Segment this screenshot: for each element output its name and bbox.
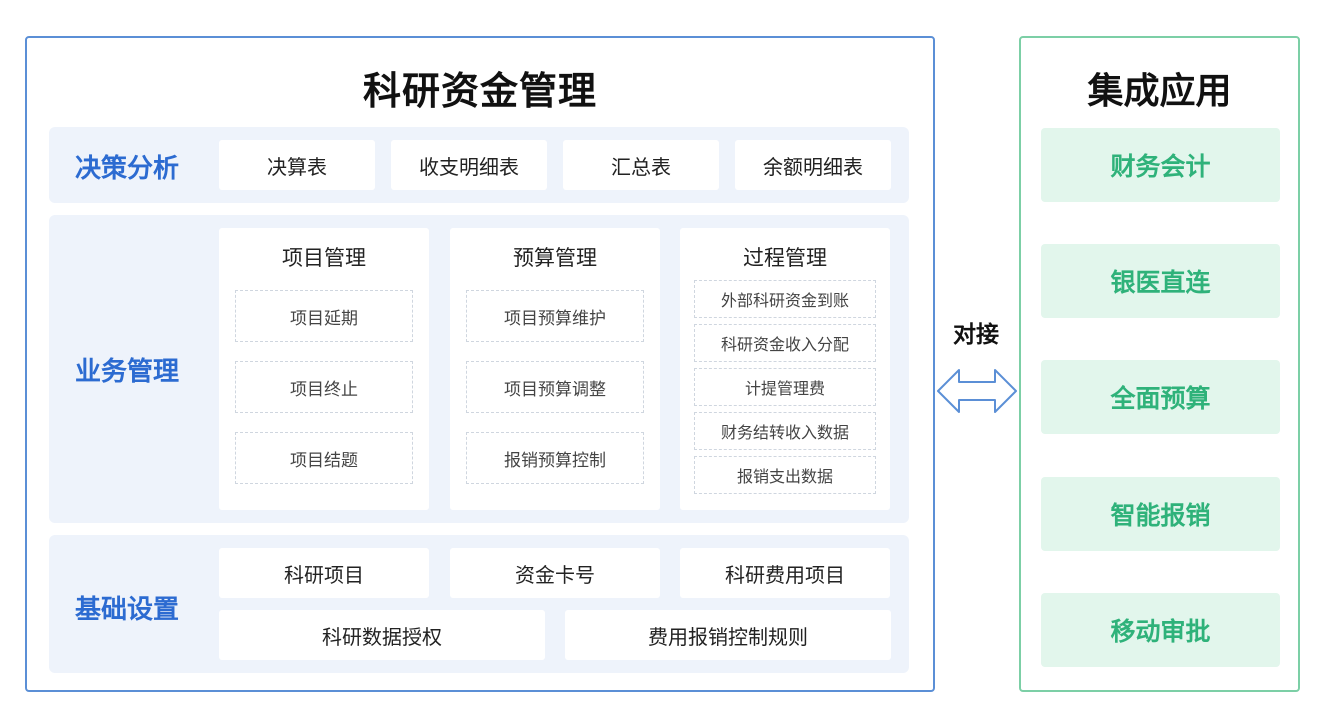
integration-item: 银医直连: [1041, 244, 1280, 318]
basic-item: 科研项目: [219, 548, 429, 598]
budget-management-card: 预算管理 项目预算维护 项目预算调整 报销预算控制: [450, 228, 660, 510]
integration-apps-panel: 集成应用 财务会计 银医直连 全面预算 智能报销 移动审批: [1019, 36, 1300, 692]
right-panel-title: 集成应用: [1087, 71, 1232, 112]
basic-settings-label: 基础设置: [75, 595, 180, 625]
integration-item: 智能报销: [1041, 477, 1280, 551]
integration-item: 财务会计: [1041, 128, 1280, 202]
list-item: 计提管理费: [694, 368, 876, 406]
research-fund-management-panel: 科研资金管理 决策分析 决算表 收支明细表 汇总表 余额明细表 业务管理 项目管…: [25, 36, 935, 692]
integration-item: 全面预算: [1041, 360, 1280, 434]
basic-item: 资金卡号: [450, 548, 660, 598]
double-arrow-icon: [937, 369, 1017, 413]
list-item: 报销支出数据: [694, 456, 876, 494]
list-item: 项目结题: [235, 432, 413, 484]
list-item: 科研资金收入分配: [694, 324, 876, 362]
decision-analysis-label: 决策分析: [75, 154, 180, 184]
left-panel-title: 科研资金管理: [362, 69, 597, 113]
project-management-card: 项目管理 项目延期 项目终止 项目结题: [219, 228, 429, 510]
basic-item: 科研费用项目: [680, 548, 890, 598]
basic-item: 科研数据授权: [219, 610, 545, 660]
list-item: 报销预算控制: [466, 432, 644, 484]
business-management-label: 业务管理: [75, 357, 180, 387]
integration-item: 移动审批: [1041, 593, 1280, 667]
decision-item: 余额明细表: [735, 140, 891, 190]
list-item: 外部科研资金到账: [694, 280, 876, 318]
card-title: 过程管理: [743, 246, 827, 270]
list-item: 项目预算调整: [466, 361, 644, 413]
process-management-card: 过程管理 外部科研资金到账 科研资金收入分配 计提管理费 财务结转收入数据 报销…: [680, 228, 890, 510]
decision-item: 收支明细表: [391, 140, 547, 190]
connector-label: 对接: [953, 322, 999, 348]
list-item: 项目预算维护: [466, 290, 644, 342]
list-item: 项目延期: [235, 290, 413, 342]
card-title: 预算管理: [513, 246, 597, 270]
basic-item: 费用报销控制规则: [565, 610, 891, 660]
decision-item: 决算表: [219, 140, 375, 190]
decision-item: 汇总表: [563, 140, 719, 190]
card-title: 项目管理: [282, 246, 366, 270]
list-item: 财务结转收入数据: [694, 412, 876, 450]
list-item: 项目终止: [235, 361, 413, 413]
